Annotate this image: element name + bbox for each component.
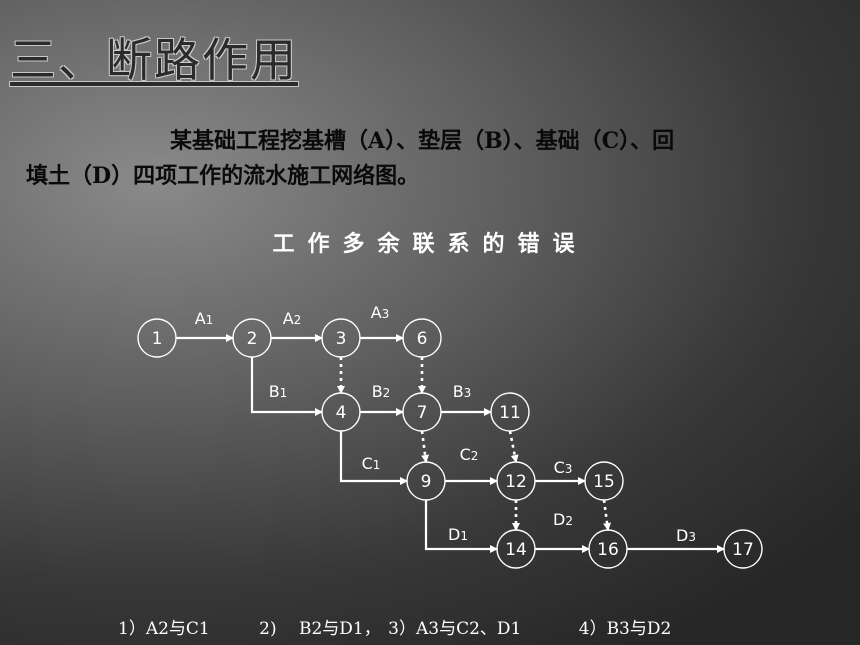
work-arrow-n4-n9 bbox=[339, 431, 408, 485]
edge-label-a3: A3 bbox=[371, 303, 390, 322]
dummy-arrow-n7-n9 bbox=[420, 430, 430, 463]
edge-label-c2: C2 bbox=[460, 445, 479, 464]
node-label: 7 bbox=[417, 403, 428, 423]
node-circle bbox=[490, 392, 530, 432]
node-label: 15 bbox=[593, 472, 615, 492]
option-1[interactable]: 1）A2与C1 bbox=[118, 619, 210, 639]
node-circle bbox=[496, 529, 536, 569]
problem-text: 某基础工程挖基槽（A）、垫层（B）、基础（C）、回 填土（D）四项工作的流水施工… bbox=[26, 124, 852, 194]
edge-label-b2: B2 bbox=[372, 382, 391, 401]
node-label: 17 bbox=[732, 540, 754, 560]
node-circle bbox=[402, 318, 442, 358]
edge-label-d2: D2 bbox=[553, 510, 573, 529]
node-circle bbox=[402, 392, 442, 432]
node-circle bbox=[496, 461, 536, 501]
svg-text:C3: C3 bbox=[554, 458, 573, 477]
svg-text:A3: A3 bbox=[371, 303, 390, 322]
edge-label-c3: C3 bbox=[554, 458, 573, 477]
edge-label-d1: D1 bbox=[448, 525, 468, 544]
svg-text:C2: C2 bbox=[460, 445, 479, 464]
svg-text:D1: D1 bbox=[448, 525, 468, 544]
edge-label-d3: D3 bbox=[676, 526, 696, 545]
svg-text:D3: D3 bbox=[676, 526, 696, 545]
edge-label-c1: C1 bbox=[362, 454, 381, 473]
svg-text:A1: A1 bbox=[195, 309, 214, 328]
node-label: 6 bbox=[417, 329, 428, 349]
node-3: 3 bbox=[321, 318, 361, 358]
node-6: 6 bbox=[402, 318, 442, 358]
dummy-arrow-n15-n16 bbox=[602, 499, 612, 531]
node-label: 3 bbox=[336, 329, 347, 349]
node-7: 7 bbox=[402, 392, 442, 432]
node-4: 4 bbox=[321, 392, 361, 432]
node-label: 12 bbox=[505, 472, 527, 492]
dummy-arrow-n11-n12 bbox=[508, 430, 519, 463]
node-circle bbox=[232, 318, 272, 358]
node-label: 1 bbox=[152, 329, 163, 349]
node-circle bbox=[321, 318, 361, 358]
slide-title: 三、断路作用 bbox=[10, 33, 298, 87]
node-circle bbox=[137, 318, 177, 358]
node-16: 16 bbox=[588, 529, 628, 569]
node-1: 1 bbox=[137, 318, 177, 358]
edge-label-a1: A1 bbox=[195, 309, 214, 328]
node-circle bbox=[321, 392, 361, 432]
svg-text:B2: B2 bbox=[372, 382, 391, 401]
node-9: 9 bbox=[406, 461, 446, 501]
node-circle bbox=[406, 461, 446, 501]
node-label: 4 bbox=[336, 403, 347, 423]
svg-text:B3: B3 bbox=[453, 382, 472, 401]
node-2: 2 bbox=[232, 318, 272, 358]
node-circle bbox=[588, 529, 628, 569]
node-label: 16 bbox=[597, 540, 619, 560]
node-14: 14 bbox=[496, 529, 536, 569]
work-arrow-n9-n14 bbox=[424, 500, 498, 553]
svg-text:C1: C1 bbox=[362, 454, 381, 473]
node-12: 12 bbox=[496, 461, 536, 501]
option-2[interactable]: 2) B2与D1， bbox=[259, 619, 381, 639]
node-circle bbox=[584, 461, 624, 501]
edge-label-b3: B3 bbox=[453, 382, 472, 401]
node-15: 15 bbox=[584, 461, 624, 501]
node-11: 11 bbox=[490, 392, 530, 432]
svg-text:B1: B1 bbox=[269, 382, 288, 401]
problem-text-line-2: 填土（D）四项工作的流水施工网络图。 bbox=[26, 163, 420, 189]
problem-text-line-1: 某基础工程挖基槽（A）、垫层（B）、基础（C）、回 bbox=[170, 128, 675, 154]
node-label: 14 bbox=[505, 540, 527, 560]
answer-options: 1）A2与C1 2) B2与D1， 3）A3与C2、D1 4）B3与D2 bbox=[118, 614, 671, 639]
edges-layer bbox=[176, 334, 725, 553]
node-17: 17 bbox=[723, 529, 763, 569]
svg-text:D2: D2 bbox=[553, 510, 573, 529]
node-circle bbox=[723, 529, 763, 569]
work-arrow-n2-n4 bbox=[250, 357, 323, 416]
diagram-subtitle: 工作多余联系的错误 bbox=[272, 232, 588, 257]
node-label: 2 bbox=[247, 329, 258, 349]
node-label: 11 bbox=[499, 403, 521, 423]
svg-text:A2: A2 bbox=[283, 309, 302, 328]
option-4[interactable]: 4）B3与D2 bbox=[578, 619, 672, 639]
node-label: 9 bbox=[421, 472, 432, 492]
option-3[interactable]: 3）A3与C2、D1 bbox=[388, 619, 522, 639]
edge-label-b1: B1 bbox=[269, 382, 288, 401]
edge-label-a2: A2 bbox=[283, 309, 302, 328]
